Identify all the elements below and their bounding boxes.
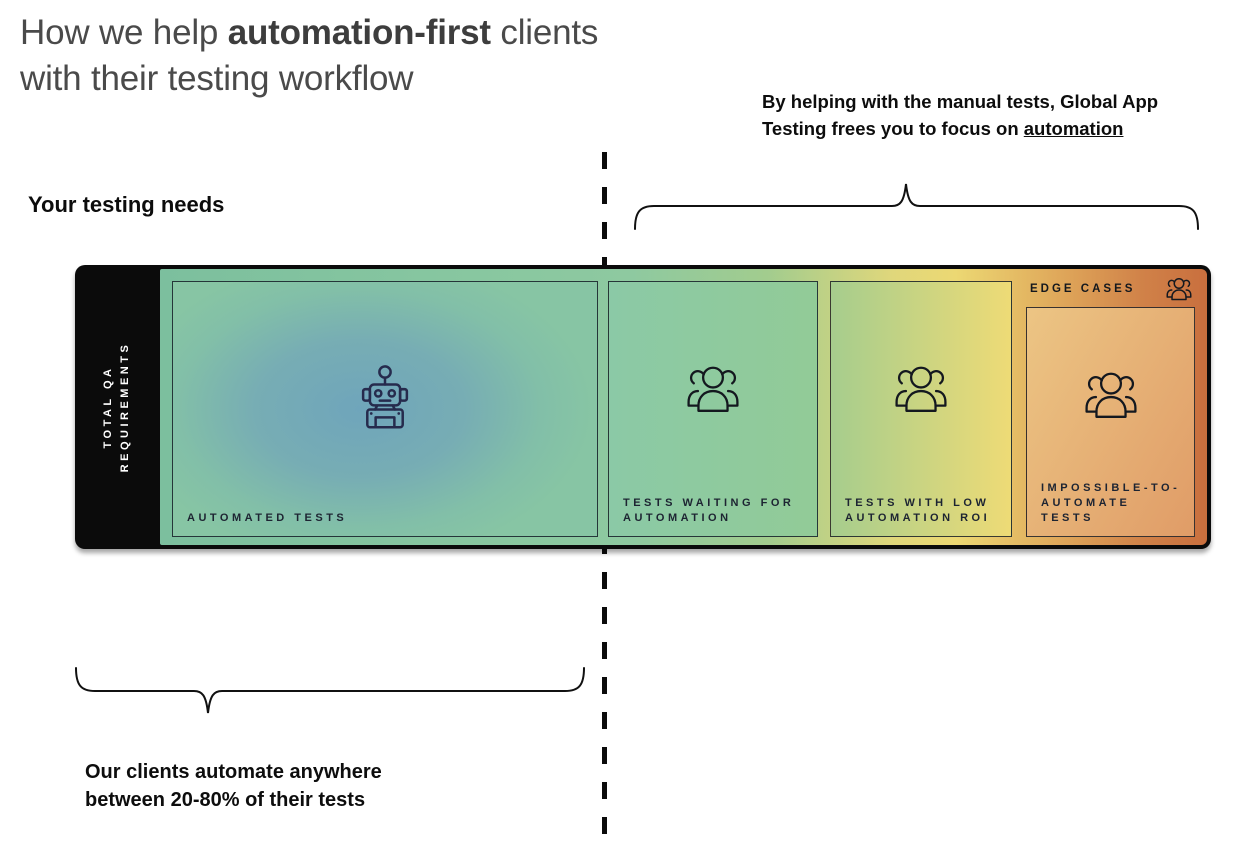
- manual-tests-note: By helping with the manual tests, Global…: [762, 88, 1240, 142]
- page-title: How we help automation-first clients wit…: [20, 10, 598, 102]
- segment-icon-area: [1027, 308, 1194, 481]
- segment-icon-area: [173, 282, 597, 511]
- qa-requirements-bar: TOTAL QA REQUIREMENTS: [75, 265, 1211, 549]
- clients-automate-note: Our clients automate anywhere between 20…: [85, 761, 382, 811]
- segment-tests-waiting: TESTS WAITING FOR AUTOMATION: [608, 281, 818, 537]
- automation-link[interactable]: automation: [1023, 118, 1124, 139]
- title-bold-phrase: automation-first: [227, 13, 491, 52]
- people-group-icon: [687, 366, 739, 412]
- testing-needs-label: Your testing needs: [28, 192, 225, 217]
- bottom-brace: [75, 667, 585, 714]
- segment-icon-area: [609, 282, 817, 496]
- edge-cases-label: EDGE CASES: [1030, 283, 1136, 295]
- segment-label: IMPOSSIBLE-TO- AUTOMATE TESTS: [1041, 482, 1181, 524]
- page-title-line1: How we help automation-first clients: [20, 10, 598, 56]
- people-group-icon: [1166, 278, 1192, 301]
- people-group-icon: [1084, 372, 1137, 418]
- note-line1: By helping with the manual tests, Global…: [762, 91, 1159, 112]
- note-line2: Testing frees you to focus on automation: [762, 115, 1240, 142]
- top-brace: [634, 183, 1199, 230]
- segment-impossible-to-automate: IMPOSSIBLE-TO- AUTOMATE TESTS: [1026, 307, 1195, 537]
- test-types-strip: AUTOMATED TESTS TESTS WAITING FOR AUTOMA…: [160, 269, 1207, 545]
- segment-label: AUTOMATED TESTS: [187, 512, 348, 524]
- edge-cases-header: EDGE CASES: [1028, 275, 1195, 303]
- title-prefix: How we help: [20, 13, 228, 52]
- segment-label: TESTS WAITING FOR AUTOMATION: [623, 497, 795, 524]
- segment-icon-area: [831, 282, 1011, 496]
- note-line2-text: Testing frees you to focus on: [762, 118, 1024, 139]
- title-suffix: clients: [490, 13, 599, 52]
- people-group-icon: [895, 366, 947, 412]
- robot-icon: [361, 364, 409, 428]
- page-title-line2: with their testing workflow: [20, 59, 414, 98]
- segment-label: TESTS WITH LOW AUTOMATION ROI: [845, 497, 991, 524]
- segment-automated-tests: AUTOMATED TESTS: [172, 281, 598, 537]
- segment-low-roi: TESTS WITH LOW AUTOMATION ROI: [830, 281, 1012, 537]
- total-qa-side-label: TOTAL QA REQUIREMENTS: [102, 341, 131, 473]
